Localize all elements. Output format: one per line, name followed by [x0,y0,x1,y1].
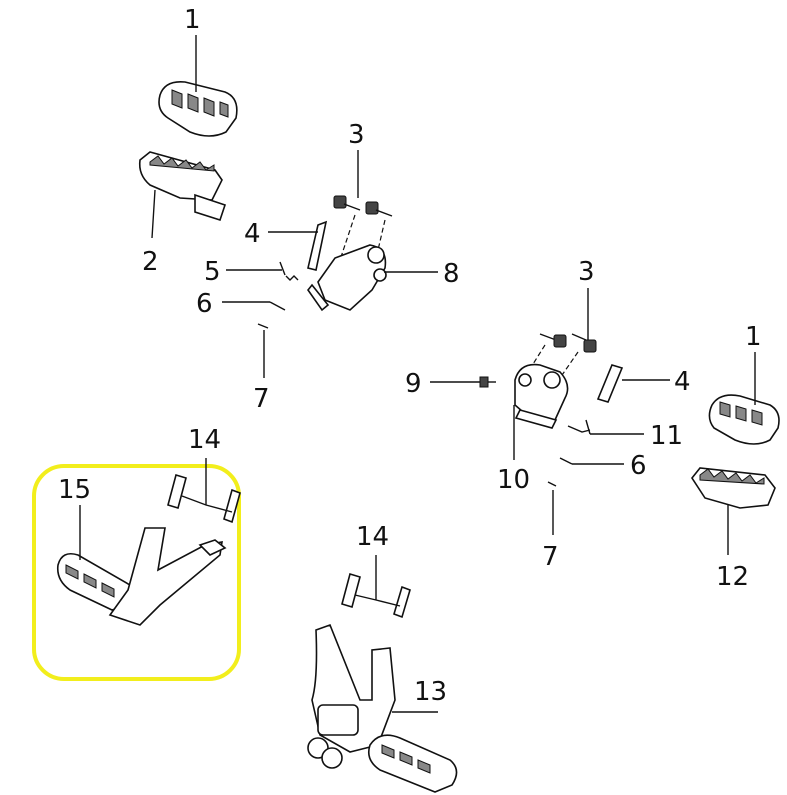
part-7-clip-left[interactable] [257,323,269,329]
highlight-box-part-15 [32,464,241,681]
part-14-bolts-left[interactable] [167,473,241,524]
part-11-spring-right[interactable] [567,419,591,435]
part-15-footpeg-bracket-assembly[interactable] [56,527,227,626]
callout-1: 1 [184,5,201,35]
part-8-bracket-left[interactable] [307,244,387,312]
callout-5: 5 [204,257,221,287]
callout-15: 15 [58,475,91,505]
callout-4-right: 4 [674,367,691,397]
part-6-washer-right[interactable] [559,457,573,465]
part-2-footpeg[interactable] [138,151,227,222]
callout-4-left: 4 [244,219,261,249]
callout-6-right: 6 [630,451,647,481]
part-4-pin-left[interactable] [307,220,328,271]
part-10-bracket-right[interactable] [514,363,569,429]
callout-3-left: 3 [348,120,365,150]
callout-13: 13 [414,677,447,707]
part-4-pin-right[interactable] [596,364,624,403]
part-3-bolts-right[interactable] [539,333,597,353]
part-7-clip-right[interactable] [547,481,557,487]
callout-1-right: 1 [745,322,762,352]
part-5-spring-left[interactable] [279,261,299,281]
callout-6-left: 6 [196,289,213,319]
callout-3-right: 3 [578,257,595,287]
callout-14-left: 14 [188,425,221,455]
callout-11: 11 [650,421,683,451]
callout-9: 9 [405,369,422,399]
part-13-footpeg-bracket-assembly[interactable] [307,623,458,793]
part-9-bolt[interactable] [479,376,496,388]
callout-12: 12 [716,562,749,592]
callout-2: 2 [142,247,159,277]
callout-7-right: 7 [542,542,559,572]
callout-14-right: 14 [356,522,389,552]
part-12-footpeg-right[interactable] [691,467,776,509]
part-14-bolts-right[interactable] [341,572,411,619]
part-3-bolts-left[interactable] [333,195,393,217]
callout-10: 10 [497,465,530,495]
part-6-washer-left[interactable] [269,301,286,311]
callout-7-left: 7 [253,384,270,414]
callout-8: 8 [443,259,460,289]
part-1-footpeg-rubber[interactable] [158,80,238,137]
part-1-footpeg-rubber-right[interactable] [708,394,780,445]
